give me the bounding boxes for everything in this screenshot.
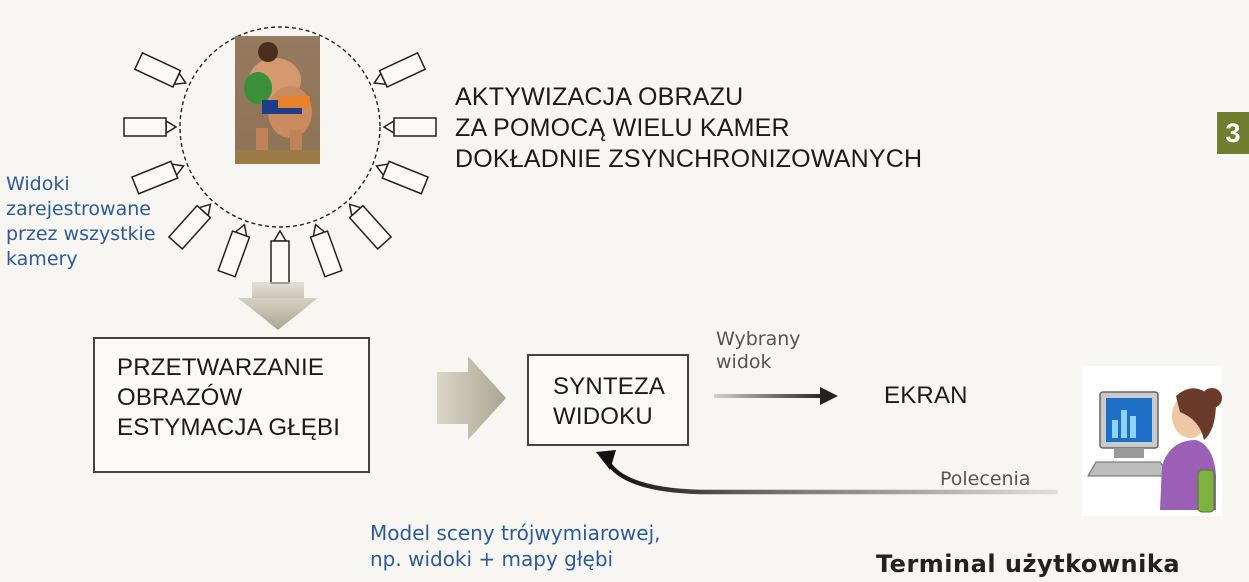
terminal-title: Terminal użytkownika	[876, 550, 1180, 578]
commands-label: Polecenia	[940, 468, 1030, 491]
screen-label: EKRAN	[884, 380, 968, 411]
heading-line: ZA POMOCĄ WIELU KAMER	[455, 113, 922, 144]
camera-icon	[135, 53, 190, 91]
camera-icon	[384, 118, 436, 136]
selected-view-line: Wybrany	[716, 328, 801, 351]
views-note: Widoki zarejestrowane przez wszystkie ka…	[6, 172, 156, 272]
wrestlers-photo	[235, 36, 320, 164]
model-note-line: Model sceny trójwymiarowej,	[370, 520, 661, 546]
camera-icon	[169, 198, 217, 249]
chapter-badge: 3	[1217, 112, 1249, 154]
views-note-line: Widoki	[6, 172, 156, 197]
processing-line: OBRAZÓW	[117, 383, 368, 413]
model-note: Model sceny trójwymiarowej, np. widoki +…	[370, 520, 661, 572]
heading-line: AKTYWIZACJA OBRAZU	[455, 82, 922, 113]
selected-view-arrow	[714, 394, 824, 398]
views-note-line: przez wszystkie	[6, 222, 156, 247]
processing-line: ESTYMACJA GŁĘBI	[117, 413, 368, 443]
views-note-line: zarejestrowane	[6, 197, 156, 222]
right-arrow-icon	[437, 356, 506, 440]
down-arrow-icon	[238, 298, 318, 330]
camera-icon	[271, 231, 289, 283]
model-note-line: np. widoki + mapy głębi	[370, 546, 661, 572]
heading-block: AKTYWIZACJA OBRAZU ZA POMOCĄ WIELU KAMER…	[455, 82, 922, 175]
synthesis-line: WIDOKU	[553, 402, 687, 432]
processing-box: PRZETWARZANIE OBRAZÓW ESTYMACJA GŁĘBI	[93, 337, 370, 473]
camera-icon	[307, 222, 342, 277]
camera-icon	[370, 53, 425, 91]
synthesis-box: SYNTEZA WIDOKU	[527, 354, 689, 446]
user-at-computer-icon	[1082, 366, 1222, 516]
processing-line: PRZETWARZANIE	[117, 353, 368, 383]
camera-icon	[373, 158, 428, 194]
selected-view-line: widok	[716, 351, 801, 374]
selected-view-label: Wybrany widok	[716, 328, 801, 374]
heading-line: DOKŁADNIE ZSYNCHRONIZOWANYCH	[455, 144, 922, 175]
synthesis-line: SYNTEZA	[553, 372, 687, 402]
camera-icon	[124, 118, 176, 136]
camera-icon	[343, 198, 391, 249]
camera-icon	[218, 222, 253, 277]
views-note-line: kamery	[6, 247, 156, 272]
